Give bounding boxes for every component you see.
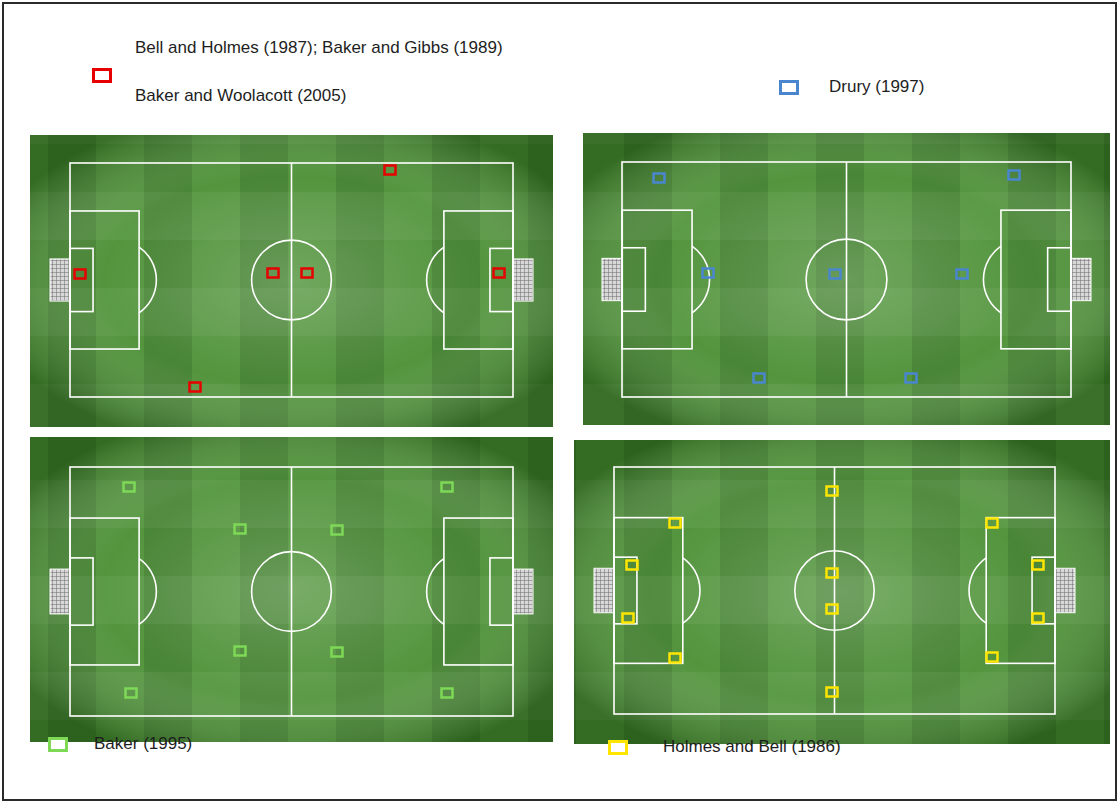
position-marker bbox=[623, 614, 634, 623]
legend-swatch bbox=[92, 68, 112, 83]
position-marker bbox=[830, 270, 841, 279]
position-marker bbox=[442, 483, 453, 492]
position-marker bbox=[827, 487, 838, 496]
position-marker bbox=[302, 269, 313, 278]
position-marker bbox=[1033, 614, 1044, 623]
position-marker bbox=[906, 374, 917, 383]
legend-label: Drury (1997) bbox=[829, 63, 1089, 111]
frame bbox=[3, 3, 1116, 800]
position-marker bbox=[670, 654, 681, 663]
position-marker bbox=[987, 653, 998, 662]
position-marker bbox=[957, 270, 968, 279]
position-marker bbox=[670, 519, 681, 528]
position-marker bbox=[235, 647, 246, 656]
position-marker bbox=[235, 525, 246, 534]
position-marker bbox=[75, 270, 86, 279]
position-marker bbox=[190, 383, 201, 392]
position-marker bbox=[654, 174, 665, 183]
position-marker bbox=[332, 526, 343, 535]
legend-swatch bbox=[608, 740, 628, 755]
position-marker bbox=[627, 561, 638, 570]
position-marker bbox=[1009, 171, 1020, 180]
position-marker bbox=[703, 269, 714, 278]
football-pitch bbox=[30, 135, 553, 427]
legend-swatch bbox=[779, 80, 799, 95]
position-marker bbox=[754, 374, 765, 383]
position-marker bbox=[987, 519, 998, 528]
position-marker bbox=[385, 166, 396, 175]
position-marker bbox=[268, 269, 279, 278]
legend-label: Bell and Holmes (1987); Baker and Gibbs … bbox=[135, 24, 535, 120]
legend-swatch bbox=[48, 737, 68, 752]
football-pitch bbox=[574, 440, 1110, 744]
position-marker bbox=[124, 483, 135, 492]
position-marker bbox=[494, 269, 505, 278]
position-marker bbox=[126, 689, 137, 698]
legend-label: Holmes and Bell (1986) bbox=[663, 723, 1063, 771]
position-marker bbox=[827, 569, 838, 578]
legend-label: Baker (1995) bbox=[94, 720, 394, 768]
football-pitch bbox=[30, 437, 553, 742]
position-marker bbox=[442, 689, 453, 698]
football-pitch bbox=[583, 133, 1110, 425]
position-marker bbox=[827, 605, 838, 614]
position-marker bbox=[1033, 561, 1044, 570]
position-marker bbox=[332, 648, 343, 657]
position-marker bbox=[827, 688, 838, 697]
